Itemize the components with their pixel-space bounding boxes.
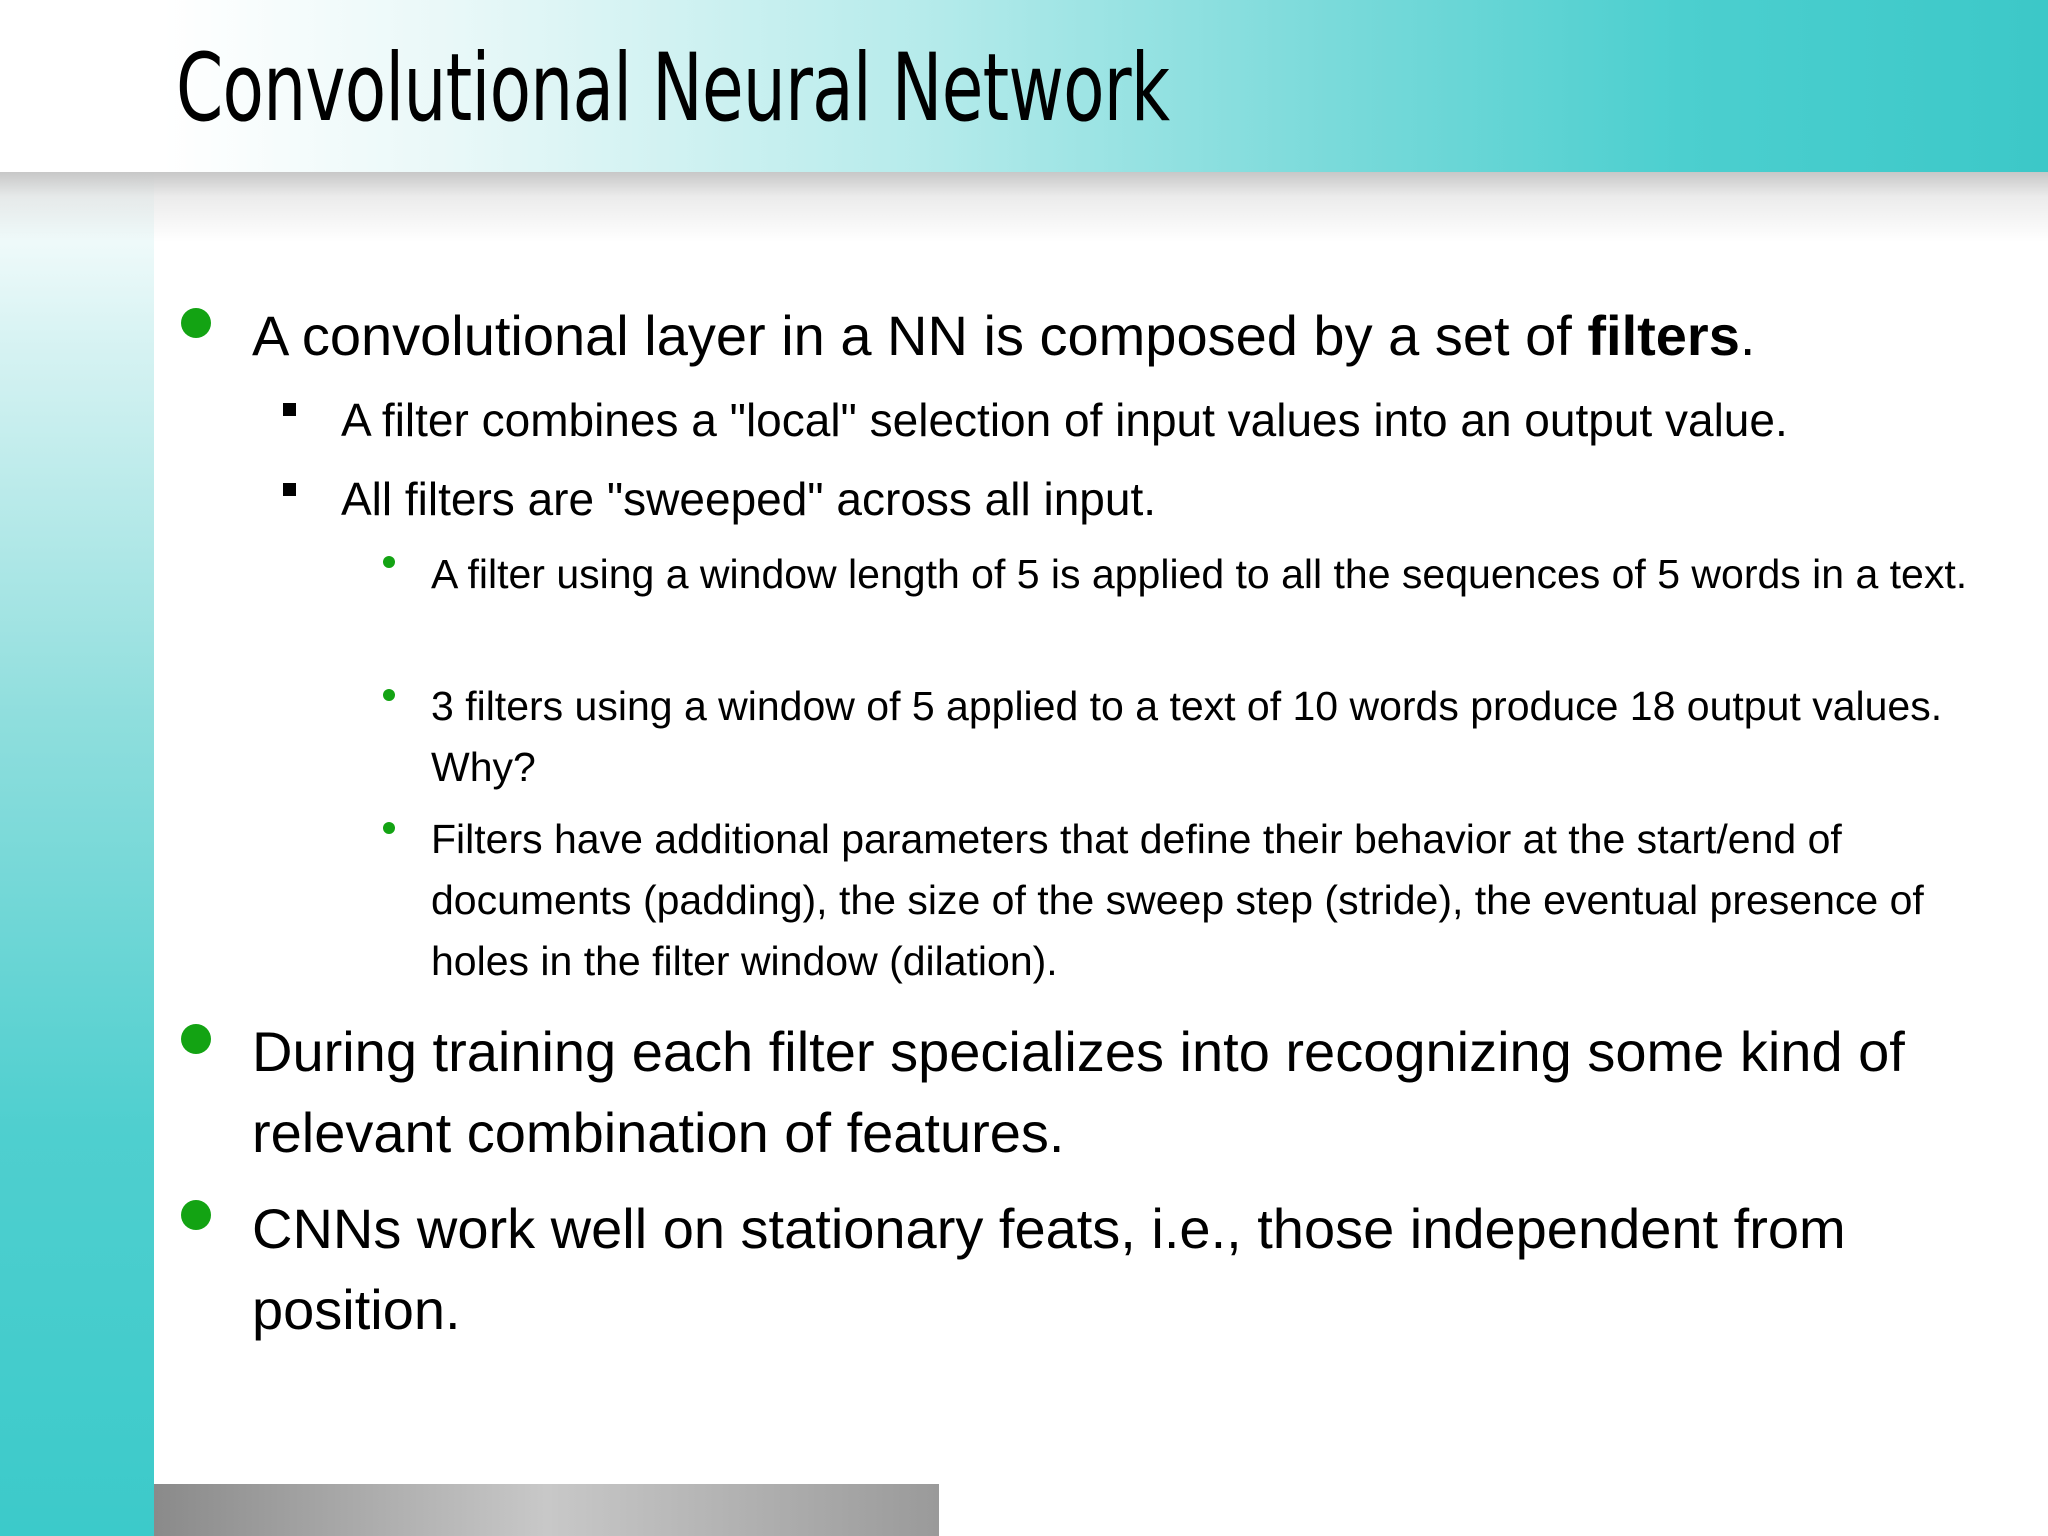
bottom-decorative-bar (154, 1484, 939, 1536)
bullet-cnns-stationary: CNNs work well on stationary feats, i.e.… (252, 1197, 1846, 1341)
left-decorative-band (0, 172, 154, 1536)
header-bar: Convolutional Neural Network (0, 0, 2048, 172)
sub-bullet-filters-sweeped: All filters are "sweeped" across all inp… (341, 473, 1157, 525)
bullet-dot-icon (181, 308, 211, 338)
sub-sub-bullet-window-length: A filter using a window length of 5 is a… (431, 551, 1968, 597)
bullet-dot-icon (181, 1200, 211, 1230)
bullet-dot-icon (181, 1024, 211, 1054)
bullet-square-icon (283, 483, 296, 496)
bullet-emphasis: filters (1587, 304, 1740, 367)
sub-bullet-filter-combines: A filter combines a "local" selection of… (341, 394, 1788, 446)
bullet-convolutional-layer: A convolutional layer in a NN is compose… (252, 295, 2032, 376)
sub-sub-bullet-filter-parameters: Filters have additional parameters that … (431, 816, 1924, 984)
sub-sub-bullet-output-values: 3 filters using a window of 5 applied to… (431, 683, 1943, 790)
slide-title: Convolutional Neural Network (176, 34, 1170, 143)
bullet-training-specializes: During training each filter specializes … (252, 1020, 1905, 1164)
bullet-text: A convolutional layer in a NN is compose… (252, 304, 1588, 367)
bullet-small-dot-icon (383, 689, 395, 701)
bullet-square-icon (283, 403, 296, 416)
bullet-small-dot-icon (383, 822, 395, 834)
bullet-small-dot-icon (383, 556, 395, 568)
bullet-text-end: . (1739, 304, 1756, 367)
header-shadow (0, 172, 2048, 242)
